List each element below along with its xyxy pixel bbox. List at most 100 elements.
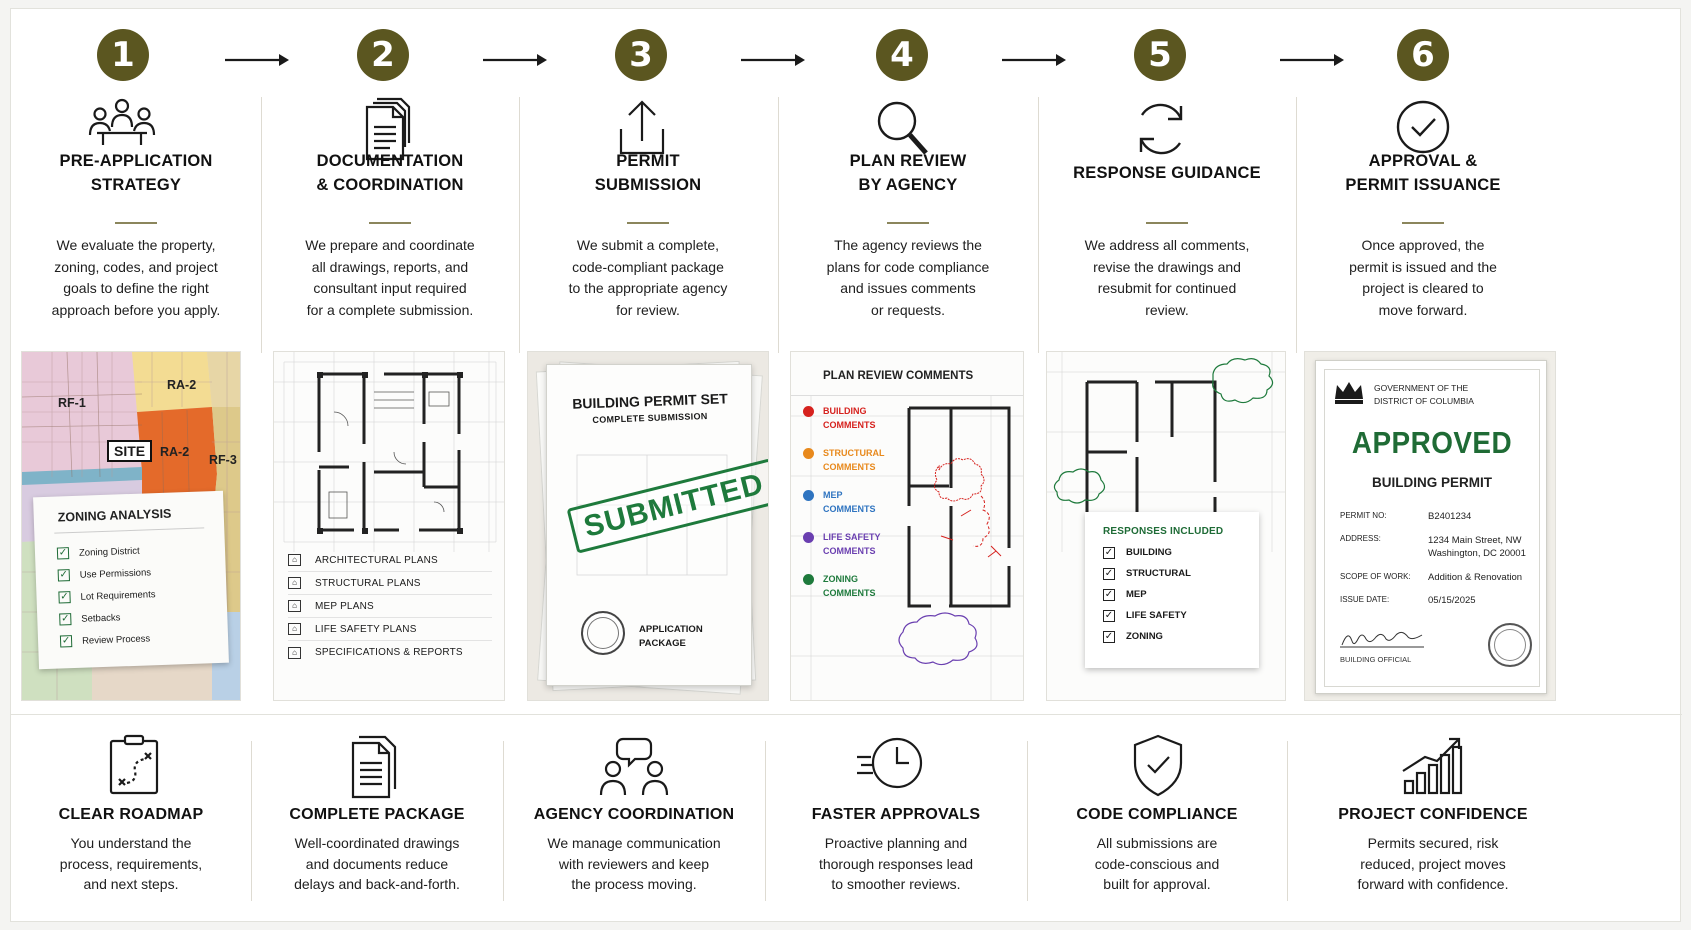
step-title: DOCUMENTATION& COORDINATION	[316, 152, 464, 194]
checklist-item: ✓Review Process	[59, 632, 151, 648]
step-description: We evaluate the property,zoning, codes, …	[51, 237, 221, 318]
floor-plan-card: ⌂ARCHITECTURAL PLANS ⌂STRUCTURAL PLANS ⌂…	[273, 351, 505, 701]
responses-card: RESPONSES INCLUDED ✓BUILDING ✓STRUCTURAL…	[1046, 351, 1286, 701]
checklist-item: ✓BUILDING	[1103, 546, 1172, 559]
checklist: ✓BUILDING ✓STRUCTURAL ✓MEP ✓LIFE SAFETY …	[1103, 542, 1191, 647]
crown-logo-icon	[1332, 379, 1366, 405]
floor-plan-drawing	[274, 352, 504, 552]
title-divider	[1146, 222, 1188, 224]
magnifier-icon	[870, 97, 940, 163]
benefit-agency-coordination: AGENCY COORDINATION We manage communicat…	[503, 715, 765, 924]
responses-sheet: RESPONSES INCLUDED ✓BUILDING ✓STRUCTURAL…	[1085, 512, 1259, 668]
permit-set-card: BUILDING PERMIT SET COMPLETE SUBMISSION …	[527, 351, 769, 701]
plan-list-item: ⌂LIFE SAFETY PLANS	[288, 618, 492, 641]
checkbox-icon: ✓	[59, 635, 73, 648]
benefit-title: COMPLETE PACKAGE	[289, 806, 465, 823]
step-number-badge: 1	[97, 29, 149, 81]
checkbox-icon: ✓	[57, 569, 71, 582]
column-divider	[261, 97, 262, 353]
documents-icon	[355, 97, 425, 163]
roadmap-icon	[99, 733, 169, 799]
column-divider	[519, 97, 520, 353]
sheet-title: BUILDING PERMIT SET	[571, 390, 729, 412]
checklist-item: ✓MEP	[1103, 588, 1147, 601]
step-number-badge: 6	[1397, 29, 1449, 81]
fast-clock-icon	[855, 733, 925, 799]
benefit-title: PROJECT CONFIDENCE	[1338, 806, 1528, 823]
title-divider	[887, 222, 929, 224]
checklist-item: ✓STRUCTURAL	[1103, 567, 1191, 580]
seal-icon	[581, 611, 625, 655]
checkbox-icon: ✓	[1103, 630, 1115, 643]
document-icon	[339, 733, 409, 799]
column-divider	[1287, 741, 1288, 901]
benefit-title: CLEAR ROADMAP	[58, 806, 204, 823]
step-6: 6 APPROVAL &PERMIT ISSUANCE Once approve…	[1296, 9, 1682, 714]
upload-icon	[607, 97, 677, 163]
growth-chart-icon	[1397, 733, 1467, 799]
zone-label: RF-1	[58, 396, 86, 410]
arrow-icon	[225, 54, 289, 66]
refresh-icon	[1126, 97, 1196, 163]
permit-field: PERMIT NO:B2401234	[1340, 511, 1472, 522]
checklist-item: ✓LIFE SAFETY	[1103, 609, 1187, 622]
status-dot-icon	[803, 574, 814, 585]
building-icon: ⌂	[288, 646, 301, 659]
people-chat-icon	[599, 733, 669, 799]
plan-list-item: ⌂STRUCTURAL PLANS	[288, 572, 492, 595]
checkbox-icon: ✓	[58, 591, 71, 604]
building-icon: ⌂	[288, 623, 301, 635]
plan-list-item: ⌂MEP PLANS	[288, 595, 492, 618]
checkbox-icon: ✓	[59, 613, 72, 626]
site-marker: SITE	[107, 440, 153, 462]
column-divider	[1027, 741, 1028, 901]
arrow-icon	[483, 54, 547, 66]
step-title: APPROVAL &PERMIT ISSUANCE	[1345, 152, 1501, 194]
step-description: We address all comments,revise the drawi…	[1084, 237, 1250, 318]
zoning-map-card: RF-1 RA-2 RA-2 RF-3 SITE ZONING ANALYSIS…	[21, 351, 241, 701]
building-icon: ⌂	[288, 577, 301, 589]
seal-icon	[1488, 623, 1532, 667]
signature-icon	[1338, 627, 1428, 651]
arrow-icon	[741, 54, 805, 66]
card-header: PLAN REVIEW COMMENTS	[791, 352, 1023, 396]
checkbox-icon: ✓	[1103, 609, 1115, 622]
title-divider	[369, 222, 411, 224]
zone-label: RA-2	[160, 445, 190, 459]
card-title: PLAN REVIEW COMMENTS	[823, 370, 974, 382]
title-divider	[627, 222, 669, 224]
step-description: We submit a complete,code-compliant pack…	[568, 237, 728, 318]
signature-label: BUILDING OFFICIAL	[1340, 655, 1412, 664]
benefit-title: FASTER APPROVALS	[811, 806, 981, 823]
column-divider	[765, 741, 766, 901]
approved-status: APPROVED	[1351, 425, 1513, 460]
checklist-item: ✓ZONING	[1103, 630, 1163, 643]
benefit-title: AGENCY COORDINATION	[533, 806, 735, 823]
status-dot-icon	[803, 532, 814, 543]
zoning-analysis-sheet: ZONING ANALYSIS ✓Zoning District ✓Use Pe…	[33, 490, 229, 670]
check-circle-icon	[1388, 97, 1458, 163]
step-number-badge: 3	[615, 29, 667, 81]
column-divider	[251, 741, 252, 901]
